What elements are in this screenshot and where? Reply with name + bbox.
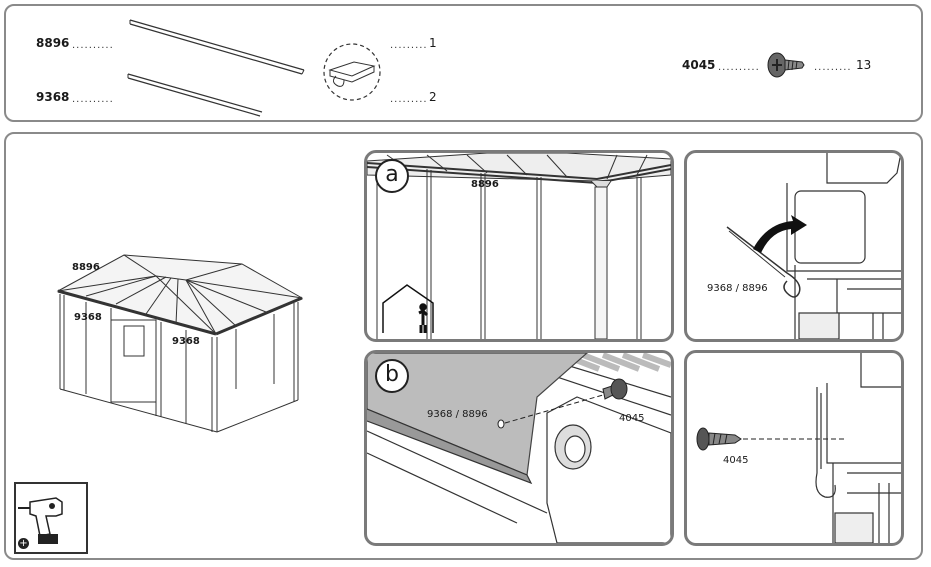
profile-insert-drawing	[726, 153, 901, 339]
leader-dots: ................	[718, 62, 758, 73]
panel-a-label-8896: 8896	[471, 179, 499, 190]
step-letter-a: a	[375, 159, 409, 193]
screw-icon	[696, 427, 742, 451]
panel-b-drawing	[367, 353, 671, 543]
curved-arrow-icon	[753, 215, 807, 253]
leader-dots: ................	[72, 40, 112, 51]
step-letter-b: b	[375, 359, 409, 393]
step-panel-profile-insert: 9368 / 8896	[684, 150, 904, 342]
strip-8896	[129, 19, 305, 75]
overview-label-9368-left: 9368	[74, 312, 102, 323]
step-panel-b: b 9368 / 8896 4045	[364, 350, 674, 546]
drill-icon	[18, 497, 63, 544]
part-qty-2: 2	[429, 90, 437, 104]
strip-9368	[127, 73, 263, 117]
screw-icon	[767, 52, 805, 78]
plus-icon: +	[18, 538, 29, 549]
screw-icon	[602, 378, 628, 400]
leader-dots: ................	[390, 40, 428, 51]
part-qty-1: 1	[429, 36, 437, 50]
step-panel-screw-fix: 4045	[684, 350, 904, 546]
part-code-9368: 9368	[36, 90, 70, 104]
leader-dots: ................	[814, 62, 852, 73]
person-icon	[382, 284, 434, 333]
leader-dots: ................	[72, 94, 112, 105]
screw-qty-13: 13	[856, 58, 872, 72]
panel-b-label-4045: 4045	[619, 413, 645, 424]
panel-a-drawing	[367, 153, 671, 339]
tool-box: +	[14, 482, 88, 554]
parts-drawing	[127, 19, 805, 117]
overview-label-9368-front: 9368	[172, 336, 200, 347]
gazebo-overview-drawing	[56, 254, 304, 433]
profile-label-9368-8896: 9368 / 8896	[707, 283, 768, 294]
profile-detail-circle	[323, 43, 381, 101]
leader-dots: ................	[390, 94, 428, 105]
parts-list-box: 8896 ................ 9368 .............…	[4, 4, 923, 122]
part-code-8896: 8896	[36, 36, 70, 50]
screw-code-4045: 4045	[682, 58, 716, 72]
step-panel-a: a 8896	[364, 150, 674, 342]
screw-fix-label-4045: 4045	[723, 455, 749, 466]
overview-label-8896: 8896	[72, 262, 100, 273]
screw-fix-drawing	[696, 353, 901, 543]
panel-b-label-9368-8896: 9368 / 8896	[427, 409, 488, 420]
